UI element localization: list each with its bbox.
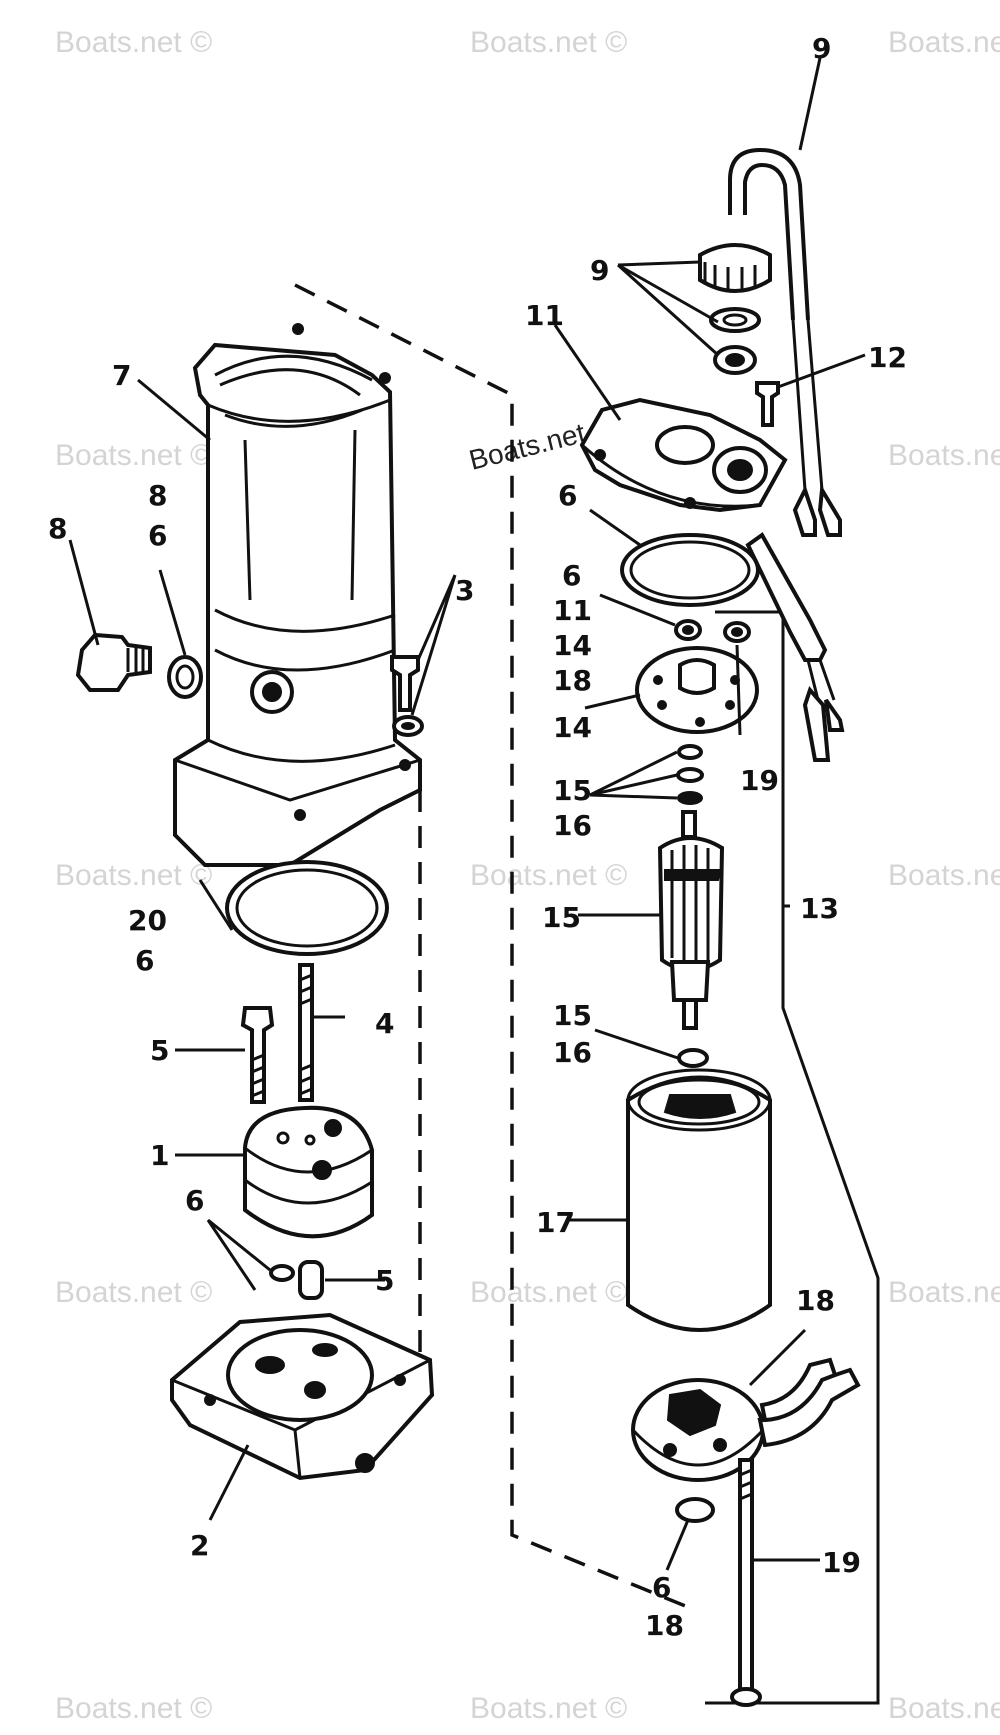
callout-15: 15	[542, 901, 581, 934]
callout-19: 19	[740, 764, 779, 797]
callout-9: 9	[590, 254, 609, 287]
callout-6: 6	[135, 944, 154, 977]
pump-bolt	[240, 1006, 275, 1104]
callout-9: 9	[812, 32, 831, 65]
motor-end-cap	[579, 397, 788, 513]
assembly-guide-lines	[294, 283, 880, 1705]
callout-6: 6	[652, 1571, 671, 1604]
watermark: Boats.net ©	[55, 439, 212, 472]
callout-5: 5	[375, 1264, 394, 1297]
housing-o-ring	[225, 860, 389, 956]
watermark: Boats.net ©	[888, 859, 1000, 892]
callout-14: 14	[553, 711, 592, 744]
dowel-pin	[298, 1260, 324, 1300]
callout-8: 8	[48, 512, 67, 545]
callout-8: 8	[148, 479, 167, 512]
callout-11: 11	[553, 594, 592, 627]
callout-14: 14	[553, 629, 592, 662]
grommet-nut	[713, 345, 757, 375]
screw-and-washer	[390, 655, 424, 737]
callout-16: 16	[553, 1036, 592, 1069]
callout-4: 4	[375, 1007, 394, 1040]
end-cap-o-ring	[620, 533, 760, 607]
callout-7: 7	[112, 359, 131, 392]
watermark: Boats.net ©	[888, 1276, 1000, 1309]
watermark: Boats.net ©	[470, 26, 627, 59]
callout-19: 19	[822, 1546, 861, 1579]
watermark: Boats.net ©	[888, 26, 1000, 59]
callout-6: 6	[558, 479, 577, 512]
callout-18: 18	[796, 1284, 835, 1317]
callout-labels: 7 8 8 6 3 20 6 4 5 1 6 5 2 9 9 11 12 6 6…	[48, 32, 907, 1642]
manifold-plate	[170, 1312, 435, 1481]
stud	[298, 963, 314, 1102]
callout-18: 18	[553, 664, 592, 697]
brush-holder-plate	[631, 1357, 861, 1482]
pump-reservoir-housing	[173, 323, 422, 867]
watermark: Boats.net ©	[470, 1276, 627, 1309]
watermark: Boats.net ©	[55, 26, 212, 59]
callout-6: 6	[562, 559, 581, 592]
callout-5: 5	[150, 1034, 169, 1067]
thrust-washers	[676, 744, 704, 805]
callout-3: 3	[455, 574, 474, 607]
callout-2: 2	[190, 1529, 209, 1562]
callout-17: 17	[536, 1206, 575, 1239]
watermarks: Boats.net © Boats.net © Boats.net © Boat…	[55, 26, 1000, 1725]
watermark: Boats.net ©	[888, 1692, 1000, 1725]
grommet-19	[723, 621, 751, 643]
watermark: Boats.net ©	[55, 1692, 212, 1725]
callout-13: 13	[800, 892, 839, 925]
small-seal	[269, 1264, 295, 1282]
fill-plug	[75, 632, 152, 692]
watermark: Boats.net ©	[55, 1276, 212, 1309]
leader-lines	[68, 57, 866, 1571]
through-bolt	[730, 1458, 762, 1707]
cable-lead	[745, 532, 845, 762]
brush-spring-seal	[674, 619, 702, 641]
wire-harness	[728, 147, 842, 537]
callout-6: 6	[185, 1184, 204, 1217]
fill-plug-o-ring	[167, 655, 203, 699]
watermark: Boats.net ©	[888, 439, 1000, 472]
callout-20: 20	[128, 904, 167, 937]
end-plate-seal	[675, 1497, 715, 1523]
motor-frame	[626, 1068, 772, 1332]
grommet-washer	[709, 307, 761, 333]
watermark: Boats.net ©	[470, 1692, 627, 1725]
callout-15: 15	[553, 999, 592, 1032]
armature-washer	[677, 1048, 709, 1068]
watermark: Boats.net ©	[470, 859, 627, 892]
callout-6: 6	[148, 519, 167, 552]
callout-12: 12	[868, 341, 907, 374]
callout-18: 18	[645, 1609, 684, 1642]
brush-plate	[635, 646, 759, 734]
callout-16: 16	[553, 809, 592, 842]
callout-15: 15	[553, 774, 592, 807]
callout-1: 1	[150, 1139, 169, 1172]
callout-11: 11	[525, 299, 564, 332]
wire-grommet	[698, 243, 772, 293]
pump-body	[243, 1105, 374, 1239]
armature	[657, 810, 725, 1030]
end-cap-screw	[755, 381, 780, 427]
watermark: Boats.net ©	[55, 859, 212, 892]
